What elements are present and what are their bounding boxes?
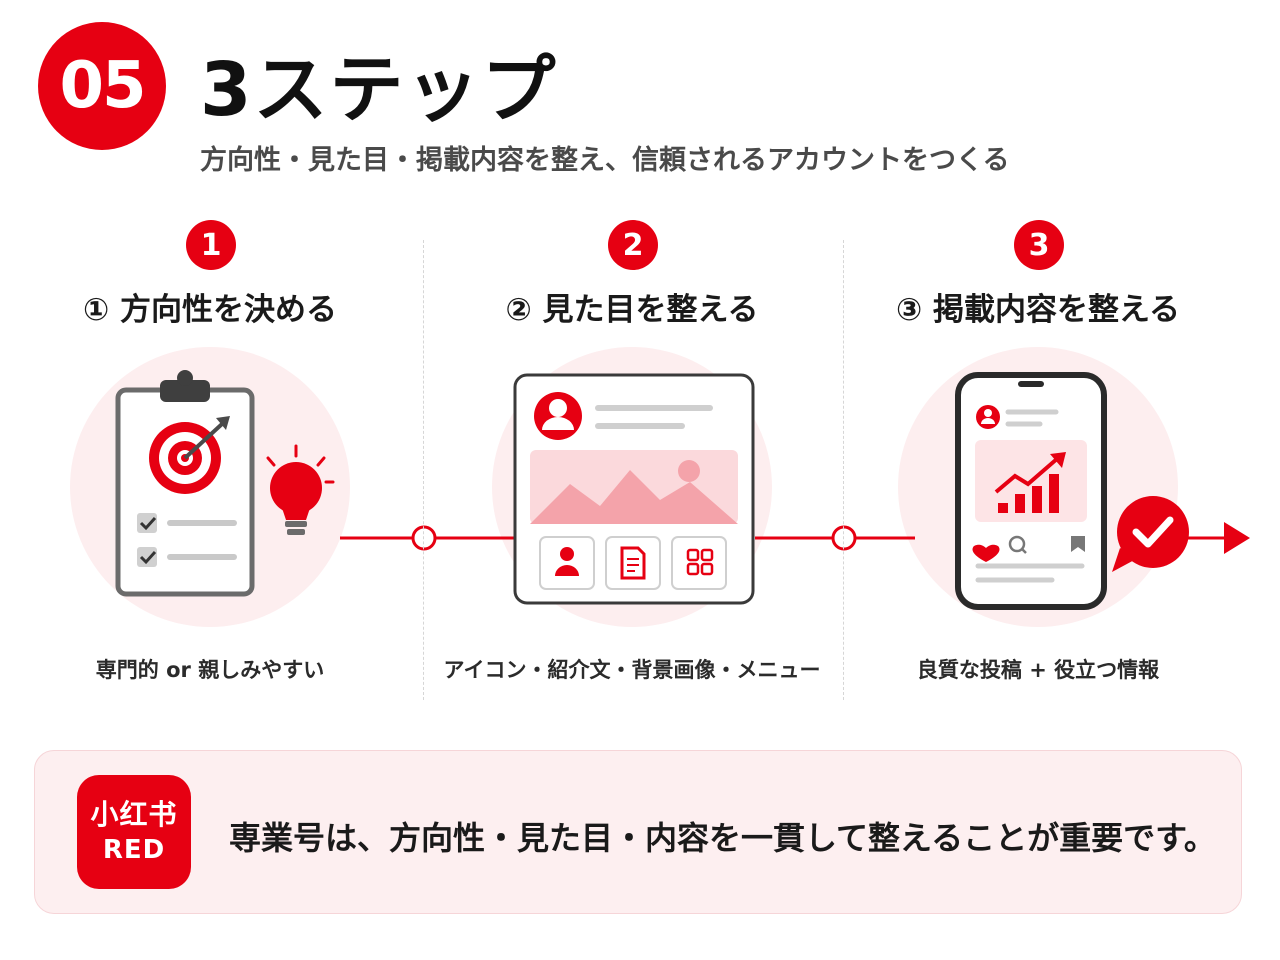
- banner-image-icon: [530, 450, 738, 524]
- step-number-badge: 3: [1014, 220, 1064, 270]
- target-icon: [149, 416, 230, 494]
- growth-chart-icon: [975, 440, 1087, 522]
- arrow-head-icon: [1224, 522, 1250, 554]
- step-3: 3 ③ 掲載内容を整える 良質な投稿 + 役立つ情報: [828, 210, 1248, 710]
- mini-avatar-icon: [976, 405, 1000, 429]
- profile-card-icon: [513, 373, 755, 605]
- bookmark-icon: [1071, 536, 1085, 552]
- logo-text-en: RED: [102, 835, 166, 865]
- clipboard-icon: [115, 370, 255, 597]
- column-divider: [423, 240, 424, 700]
- document-icon: [620, 546, 646, 580]
- checkbox-icon: [137, 513, 237, 567]
- column-divider: [843, 240, 844, 700]
- comment-icon: [1008, 535, 1027, 554]
- connector-line: [340, 522, 1250, 554]
- step-caption: 良質な投稿 + 役立つ情報: [916, 658, 1160, 682]
- step-number-badge: 1: [186, 220, 236, 270]
- avatar-icon: [534, 392, 582, 440]
- step-title: ① 方向性を決める: [82, 292, 338, 328]
- step-caption: アイコン・紹介文・背景画像・メニュー: [443, 658, 821, 682]
- check-bubble-icon: [1112, 496, 1189, 572]
- page-title: 3ステップ: [200, 47, 558, 133]
- step-1: 1 ① 方向性を決める 専門的 or 親しみやすい: [0, 210, 420, 710]
- key-point-box: 小红书 RED 専業号は、方向性・見た目・内容を一貫して整えることが重要です。: [34, 750, 1242, 914]
- connector-node-1: [411, 525, 437, 551]
- step-caption: 専門的 or 親しみやすい: [95, 658, 325, 682]
- heart-icon: [972, 544, 1000, 562]
- step-number-badge: 2: [608, 220, 658, 270]
- connector-node-2: [831, 525, 857, 551]
- step-title: ③ 掲載内容を整える: [895, 292, 1181, 328]
- step-title: ② 見た目を整える: [505, 292, 759, 328]
- smartphone-icon: [955, 372, 1107, 610]
- key-point-text: 専業号は、方向性・見た目・内容を一貫して整えることが重要です。: [229, 819, 1216, 857]
- person-icon: [555, 547, 579, 576]
- section-number-badge: 05: [38, 22, 166, 150]
- menu-grid-icon: [686, 548, 714, 576]
- red-logo: 小红书 RED: [77, 775, 191, 889]
- lightbulb-icon: [266, 444, 335, 535]
- page-subtitle: 方向性・見た目・掲載内容を整え、信頼されるアカウントをつくる: [200, 145, 1010, 176]
- step-2: 2 ② 見た目を整える アイコン・紹介文・背景画像・メニュー: [422, 210, 842, 710]
- logo-text-cn: 小红书: [90, 798, 178, 831]
